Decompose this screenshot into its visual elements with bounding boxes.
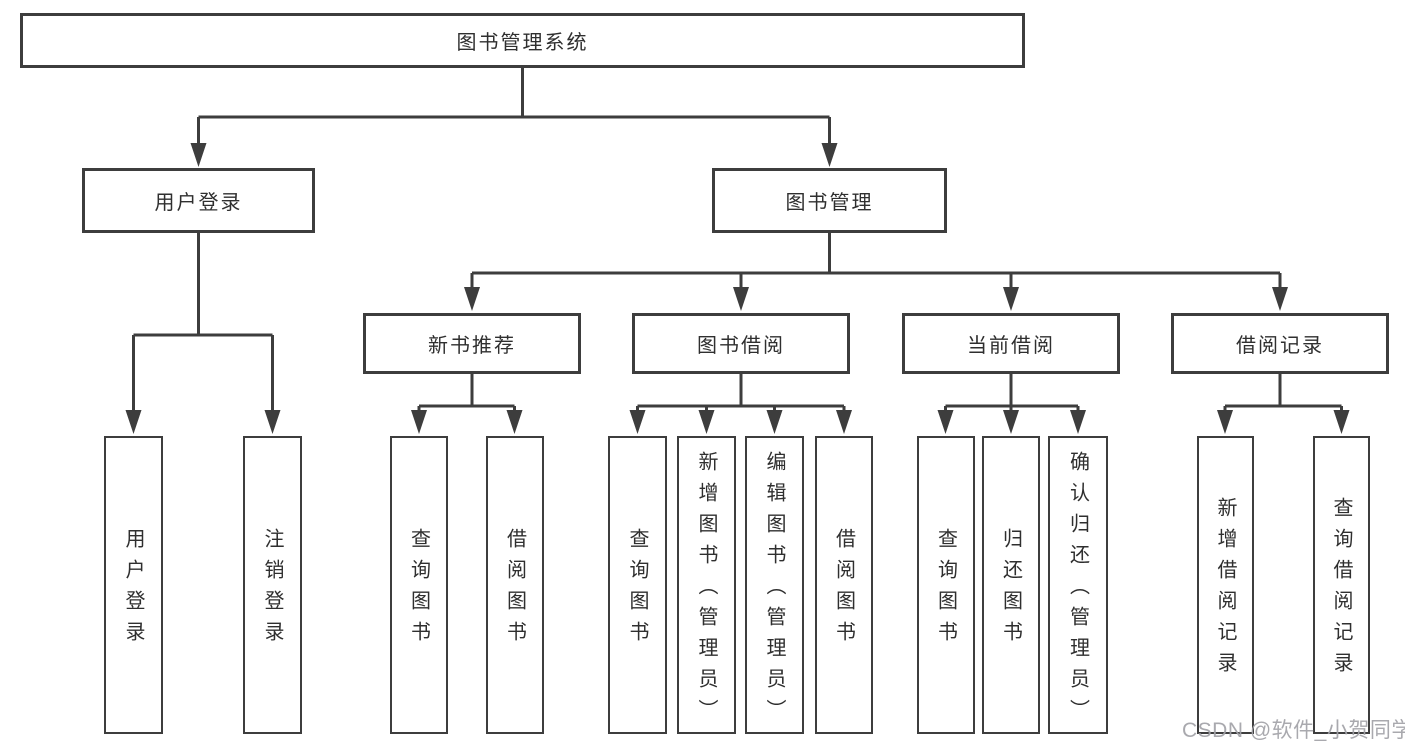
leaf-current-query-books: 查询图书 <box>917 436 975 734</box>
leaf-borrow-borrow-books: 借阅图书 <box>815 436 873 734</box>
leaf-borrow-query-books: 查询图书 <box>608 436 667 734</box>
leaf-newbook-borrow-books: 借阅图书 <box>486 436 544 734</box>
watermark: CSDN @软件_小贺同学 <box>1182 719 1405 742</box>
node-current-borrowing: 当前借阅 <box>902 313 1120 374</box>
leaf-logout-login: 注销登录 <box>243 436 302 734</box>
leaf-borrow-add-books-admin: 新增图书（管理员） <box>677 436 736 734</box>
leaf-user-login: 用户登录 <box>104 436 163 734</box>
node-new-book-recommend: 新书推荐 <box>363 313 581 374</box>
node-user-login: 用户登录 <box>82 168 315 233</box>
node-borrowing-records: 借阅记录 <box>1171 313 1389 374</box>
leaf-newbook-query-books: 查询图书 <box>390 436 448 734</box>
node-book-management: 图书管理 <box>712 168 947 233</box>
arrowheads <box>125 143 1350 434</box>
leaf-current-return-books: 归还图书 <box>982 436 1040 734</box>
leaf-borrow-edit-books-admin: 编辑图书（管理员） <box>745 436 804 734</box>
node-root: 图书管理系统 <box>20 13 1025 68</box>
leaf-records-add-record: 新增借阅记录 <box>1197 436 1254 734</box>
leaf-current-confirm-return-admin: 确认归还（管理员） <box>1048 436 1108 734</box>
node-book-borrowing: 图书借阅 <box>632 313 850 374</box>
leaf-records-query-record: 查询借阅记录 <box>1313 436 1370 734</box>
